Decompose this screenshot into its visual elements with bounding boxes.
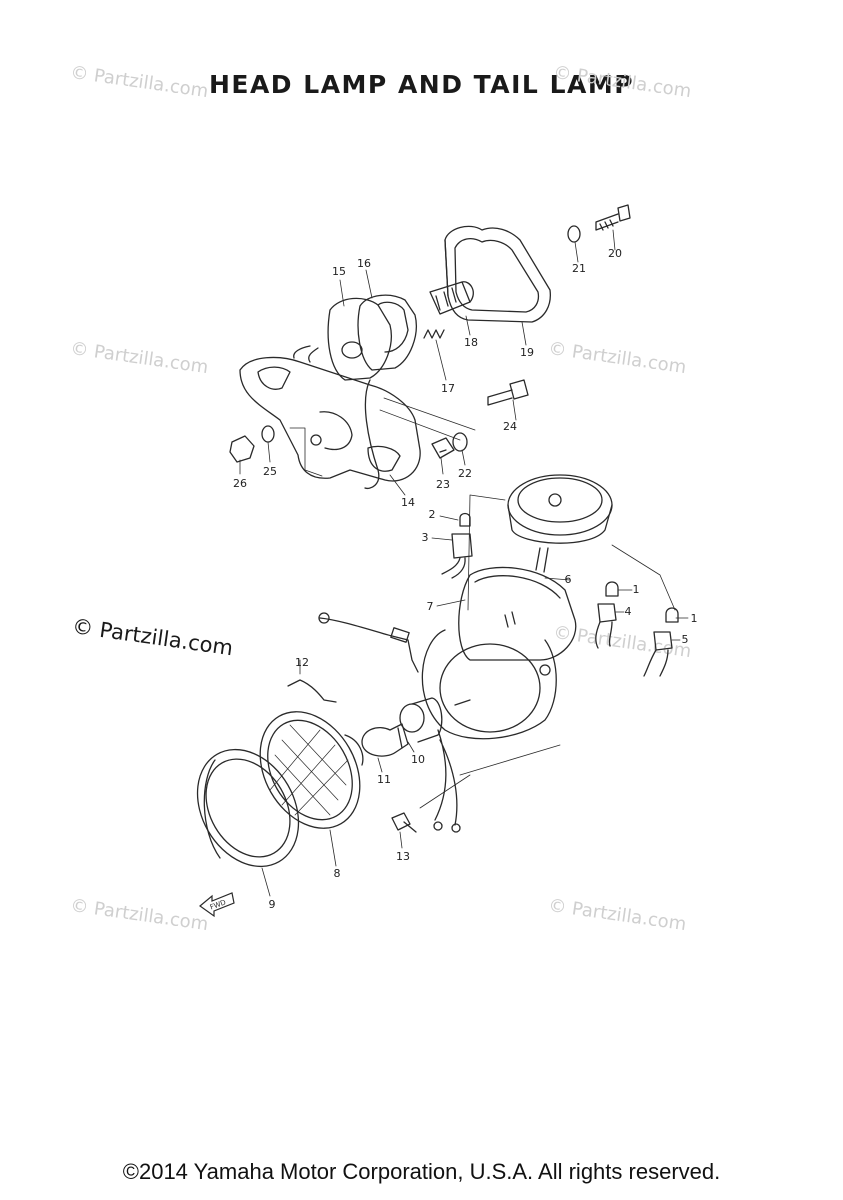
callout-2: 2	[429, 508, 436, 521]
part-1-bulb	[665, 607, 679, 623]
part-18-socket	[429, 281, 474, 315]
part-21-washer	[567, 225, 581, 243]
callout-19: 19	[520, 346, 534, 359]
callout-4: 4	[625, 605, 632, 618]
part-11-bulb	[361, 723, 409, 757]
callout-23: 23	[436, 478, 450, 491]
callout-24: 24	[503, 420, 517, 433]
callout-14: 14	[401, 496, 415, 509]
part-26-nut	[229, 435, 255, 463]
callout-6: 6	[565, 573, 572, 586]
callout-17: 17	[441, 382, 455, 395]
callout-15: 15	[332, 265, 346, 278]
meter-cord	[319, 617, 419, 673]
part-7-housing	[458, 566, 577, 661]
part-25-washer	[261, 425, 275, 443]
part-22-washer	[452, 432, 468, 452]
callout-10: 10	[411, 753, 425, 766]
callout-20: 20	[608, 247, 622, 260]
part-17-spring	[423, 329, 445, 339]
callout-8: 8	[334, 867, 341, 880]
callout-25: 25	[263, 465, 277, 478]
callout-9: 9	[269, 898, 276, 911]
part-14-bracket	[239, 345, 421, 490]
cord-terminal	[318, 612, 330, 624]
part-15-base	[327, 297, 392, 381]
callout-26: 26	[233, 477, 247, 490]
fwd-arrow-icon: FWD	[199, 892, 235, 918]
part-13-screw	[391, 812, 417, 833]
callout-18: 18	[464, 336, 478, 349]
part-12-clip	[287, 679, 337, 703]
callout-12: 12	[295, 656, 309, 669]
part-8-sealed-beam	[259, 711, 364, 829]
part-19-lens-cover	[444, 225, 551, 323]
callout-5: 5	[682, 633, 689, 646]
part-10-socket	[399, 697, 461, 833]
callout-13: 13	[396, 850, 410, 863]
part-2-bulb	[459, 512, 471, 527]
part-3-socket	[441, 533, 473, 579]
part-20-bolt	[595, 204, 631, 231]
callout-22: 22	[458, 467, 472, 480]
copyright-notice: ©2014 Yamaha Motor Corporation, U.S.A. A…	[122, 1159, 721, 1184]
callout-7: 7	[427, 600, 434, 613]
page-title: HEAD LAMP AND TAIL LAMP	[208, 70, 635, 99]
part-9-rim	[196, 748, 300, 868]
callout-11: 11	[377, 773, 391, 786]
part-16-gasket	[357, 294, 417, 371]
cord-connector	[390, 627, 410, 643]
part-1-bulb	[605, 581, 619, 597]
callout-3: 3	[422, 531, 429, 544]
part-24-bolt	[487, 379, 529, 406]
headlamp-body	[421, 629, 557, 740]
callout-21: 21	[572, 262, 586, 275]
part-5-socket	[643, 631, 673, 677]
part-23-nut	[431, 437, 455, 459]
part-6-meter	[507, 474, 613, 573]
callout-16: 16	[357, 257, 371, 270]
callout-1: 1	[633, 583, 640, 596]
part-4-socket	[595, 603, 617, 649]
callout-1: 1	[691, 612, 698, 625]
